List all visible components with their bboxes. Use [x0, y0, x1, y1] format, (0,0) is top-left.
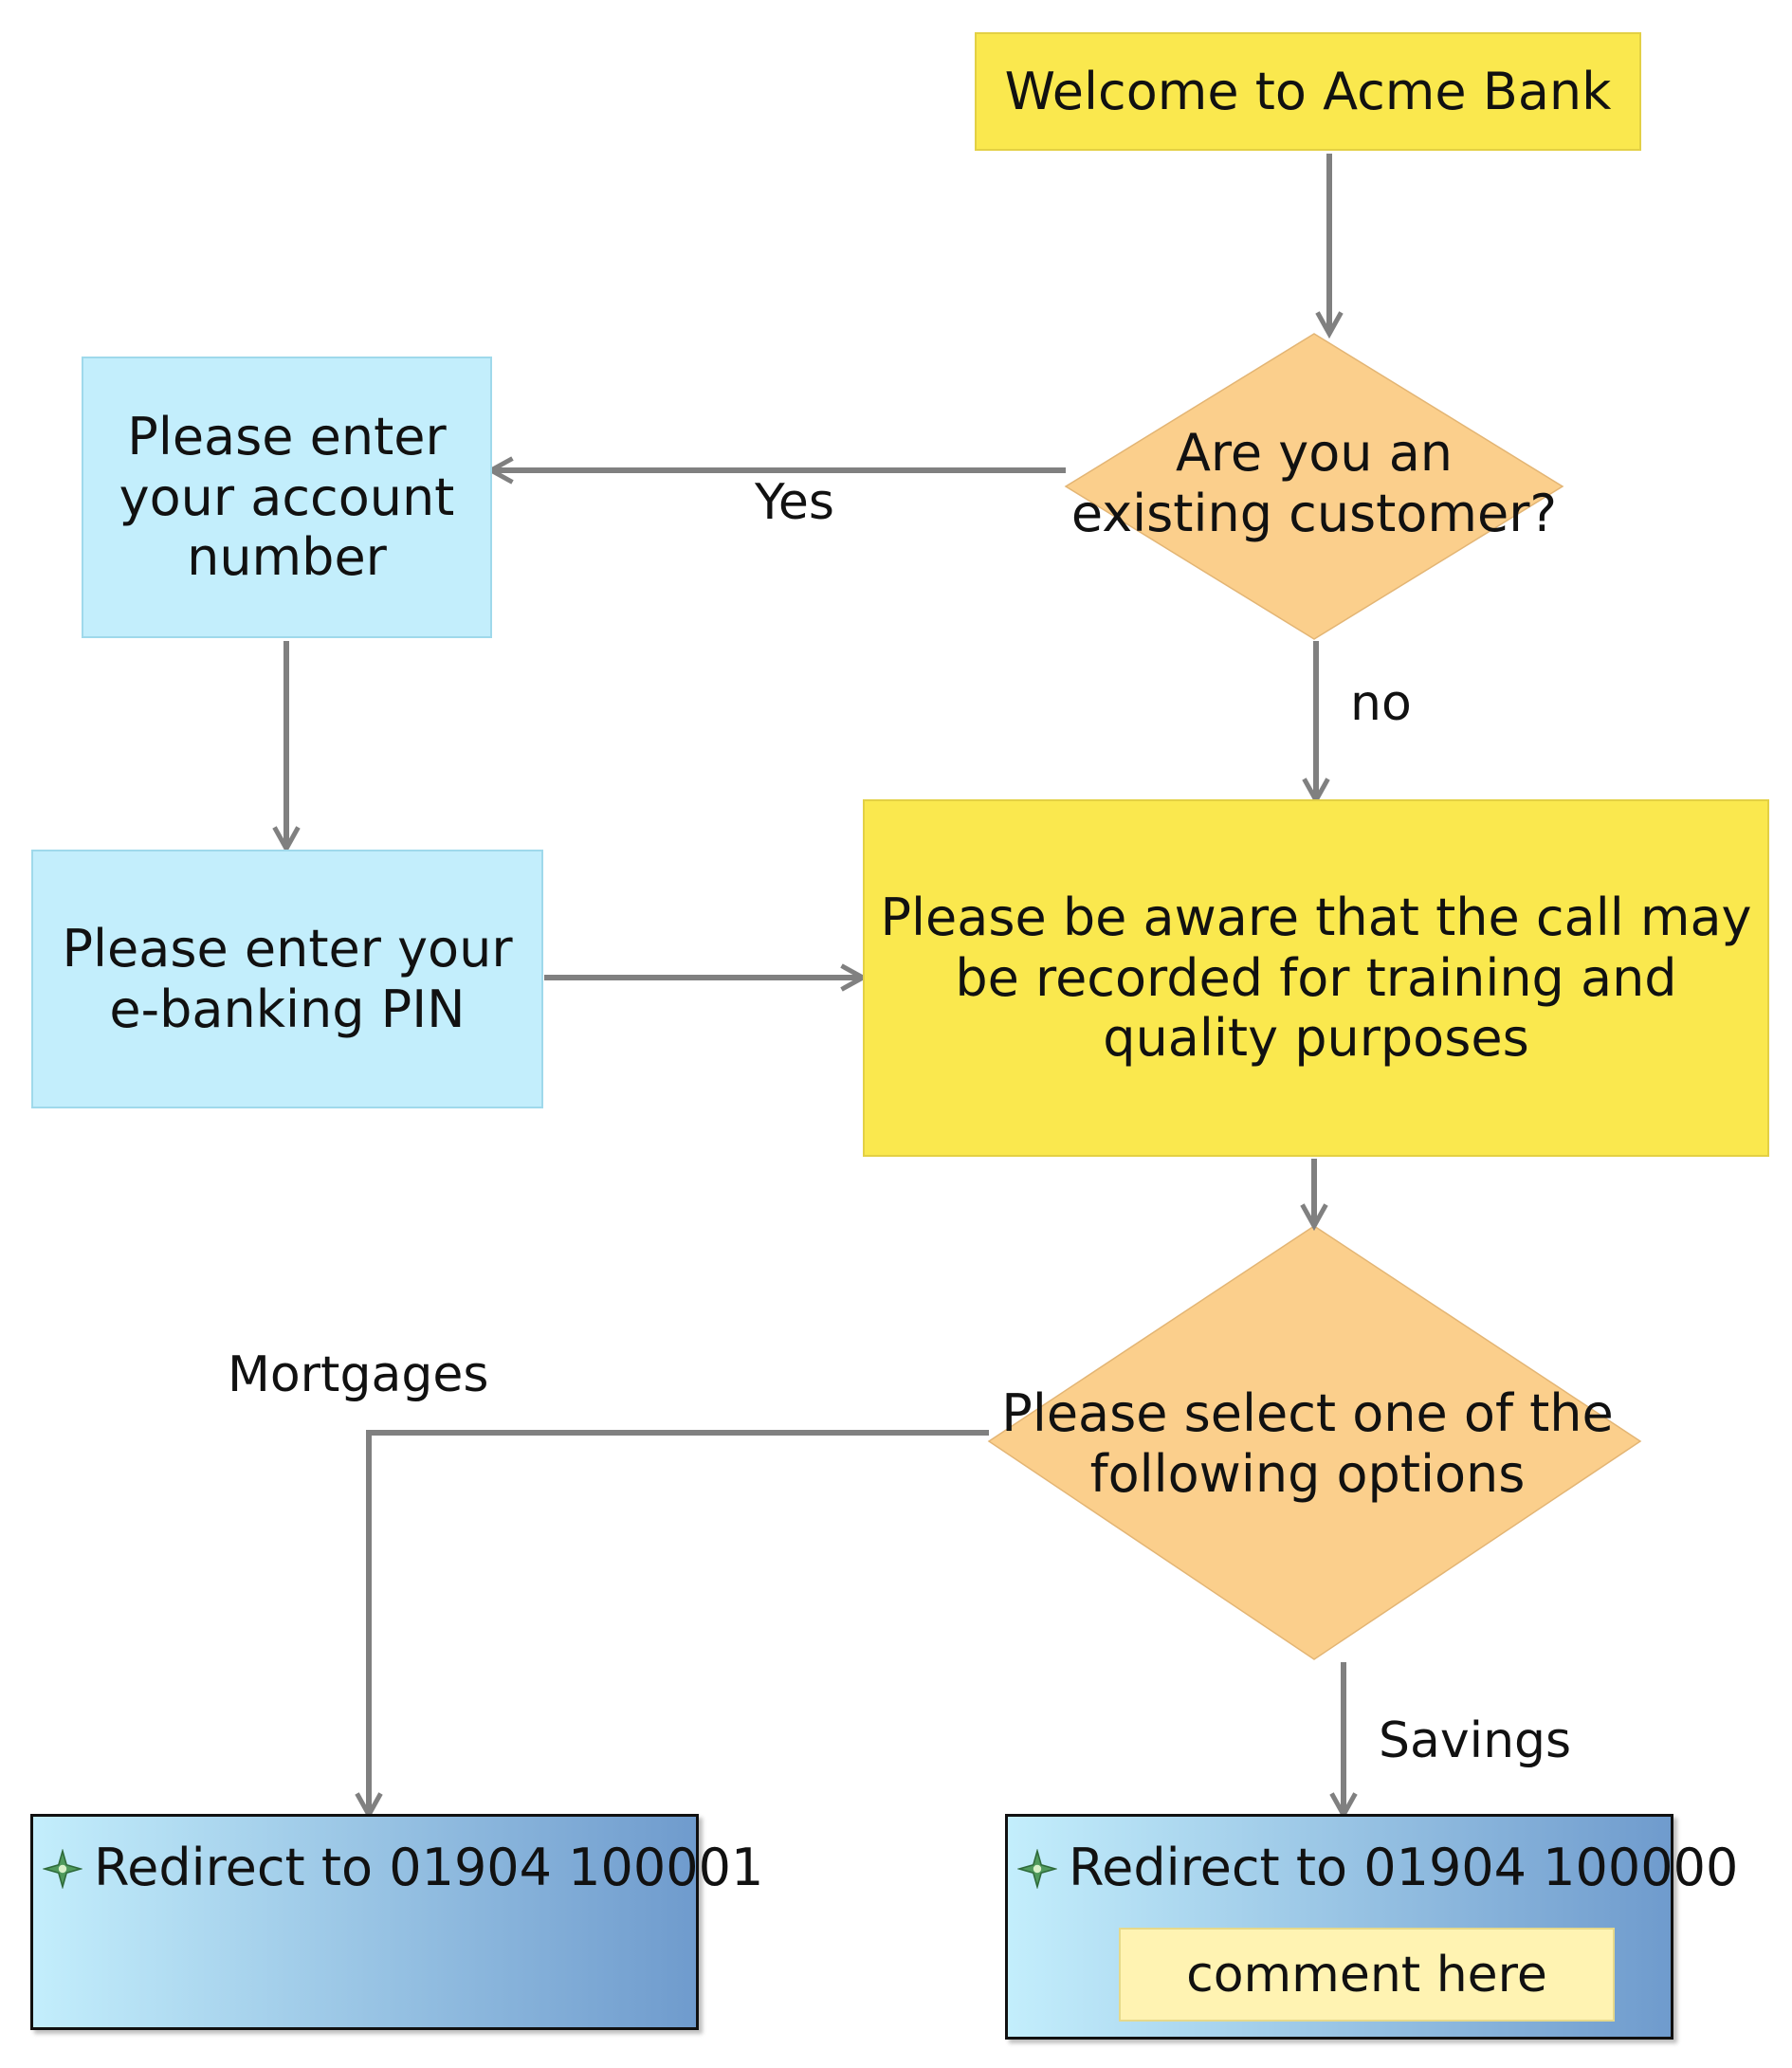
decision-existing-customer-shape	[1064, 333, 1564, 640]
decision-existing-line2: existing customer?	[1070, 484, 1558, 543]
redirect-mortgages-node: Redirect to 01904 100001	[30, 1814, 763, 2030]
edge-mortgages-to-redirect	[369, 1430, 989, 1815]
decision-select-options-shape	[987, 1225, 1642, 1660]
savings-comment-note: comment here	[1119, 1928, 1615, 2022]
account-number-line2: your account	[119, 467, 455, 527]
redirect-mortgages-label: Redirect to 01904 100001	[94, 1838, 764, 1897]
decision-existing-line1: Are you an	[1175, 423, 1454, 484]
account-number-line3: number	[187, 527, 387, 588]
account-number-node: Please enter your account number	[82, 357, 492, 638]
diamond-star-icon	[43, 1849, 82, 1889]
pin-line1: Please enter your	[62, 918, 513, 979]
decision-options-line1: Please select one of the	[1001, 1383, 1614, 1444]
start-node-label: Welcome to Acme Bank	[1004, 61, 1612, 121]
redirect-savings-label: Redirect to 01904 100000	[1069, 1838, 1739, 1897]
notice-line1: Please be aware that the call may	[880, 887, 1752, 947]
savings-comment-text: comment here	[1186, 1946, 1547, 2004]
start-node: Welcome to Acme Bank	[975, 32, 1641, 151]
edge-label-yes: Yes	[755, 474, 834, 531]
pin-node: Please enter your e-banking PIN	[31, 850, 543, 1108]
account-number-line1: Please enter	[127, 406, 447, 467]
decision-existing-customer: Are you an existing customer?	[1066, 417, 1563, 550]
edge-label-savings: Savings	[1379, 1712, 1572, 1769]
edge-label-no: no	[1350, 675, 1412, 732]
redirect-savings-node: Redirect to 01904 100000 comment here	[1005, 1814, 1738, 2040]
recording-notice-node: Please be aware that the call may be rec…	[863, 799, 1769, 1157]
notice-line3: quality purposes	[1103, 1008, 1529, 1069]
edge-label-mortgages: Mortgages	[228, 1346, 489, 1403]
decision-options-line2: following options	[1089, 1444, 1526, 1504]
notice-line2: be recorded for training and	[955, 947, 1677, 1008]
pin-line2: e-banking PIN	[109, 979, 466, 1039]
decision-select-options: Please select one of the following optio…	[989, 1378, 1626, 1510]
diamond-star-icon	[1017, 1849, 1057, 1889]
